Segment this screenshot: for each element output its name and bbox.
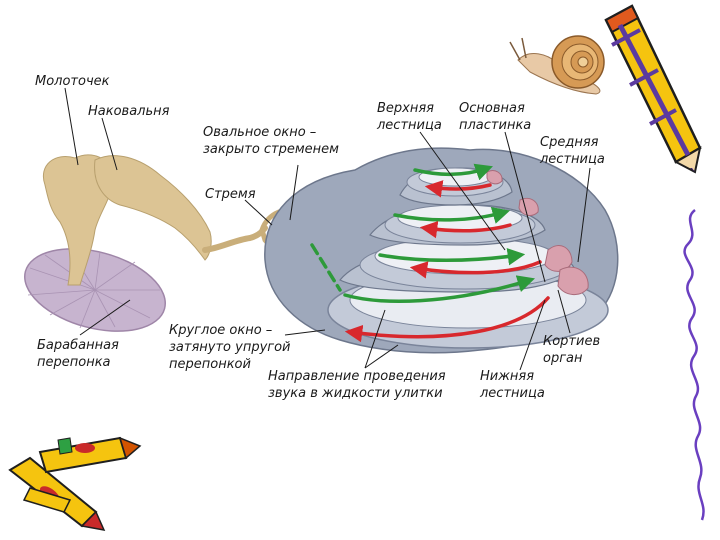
stapes-shape — [202, 225, 268, 253]
label-oval-window: Овальное окно –закрыто стременем — [203, 125, 339, 157]
leader-lines — [64, 87, 591, 371]
cochlea — [264, 147, 619, 354]
red-flow-arrows — [344, 180, 550, 343]
tympanic-membrane — [24, 248, 166, 332]
incus-shape — [94, 155, 212, 261]
pencil-icon — [604, 4, 702, 174]
label-malleus: Молоточек — [35, 74, 110, 89]
malleus-shape — [42, 154, 113, 286]
label-incus: Наковальня — [88, 104, 170, 119]
crayons-icon — [8, 436, 142, 531]
label-stapes: Стремя — [205, 187, 256, 202]
green-flow-arrows — [310, 163, 536, 303]
snail-icon — [509, 35, 605, 95]
squiggle-line-decoration — [683, 209, 705, 521]
